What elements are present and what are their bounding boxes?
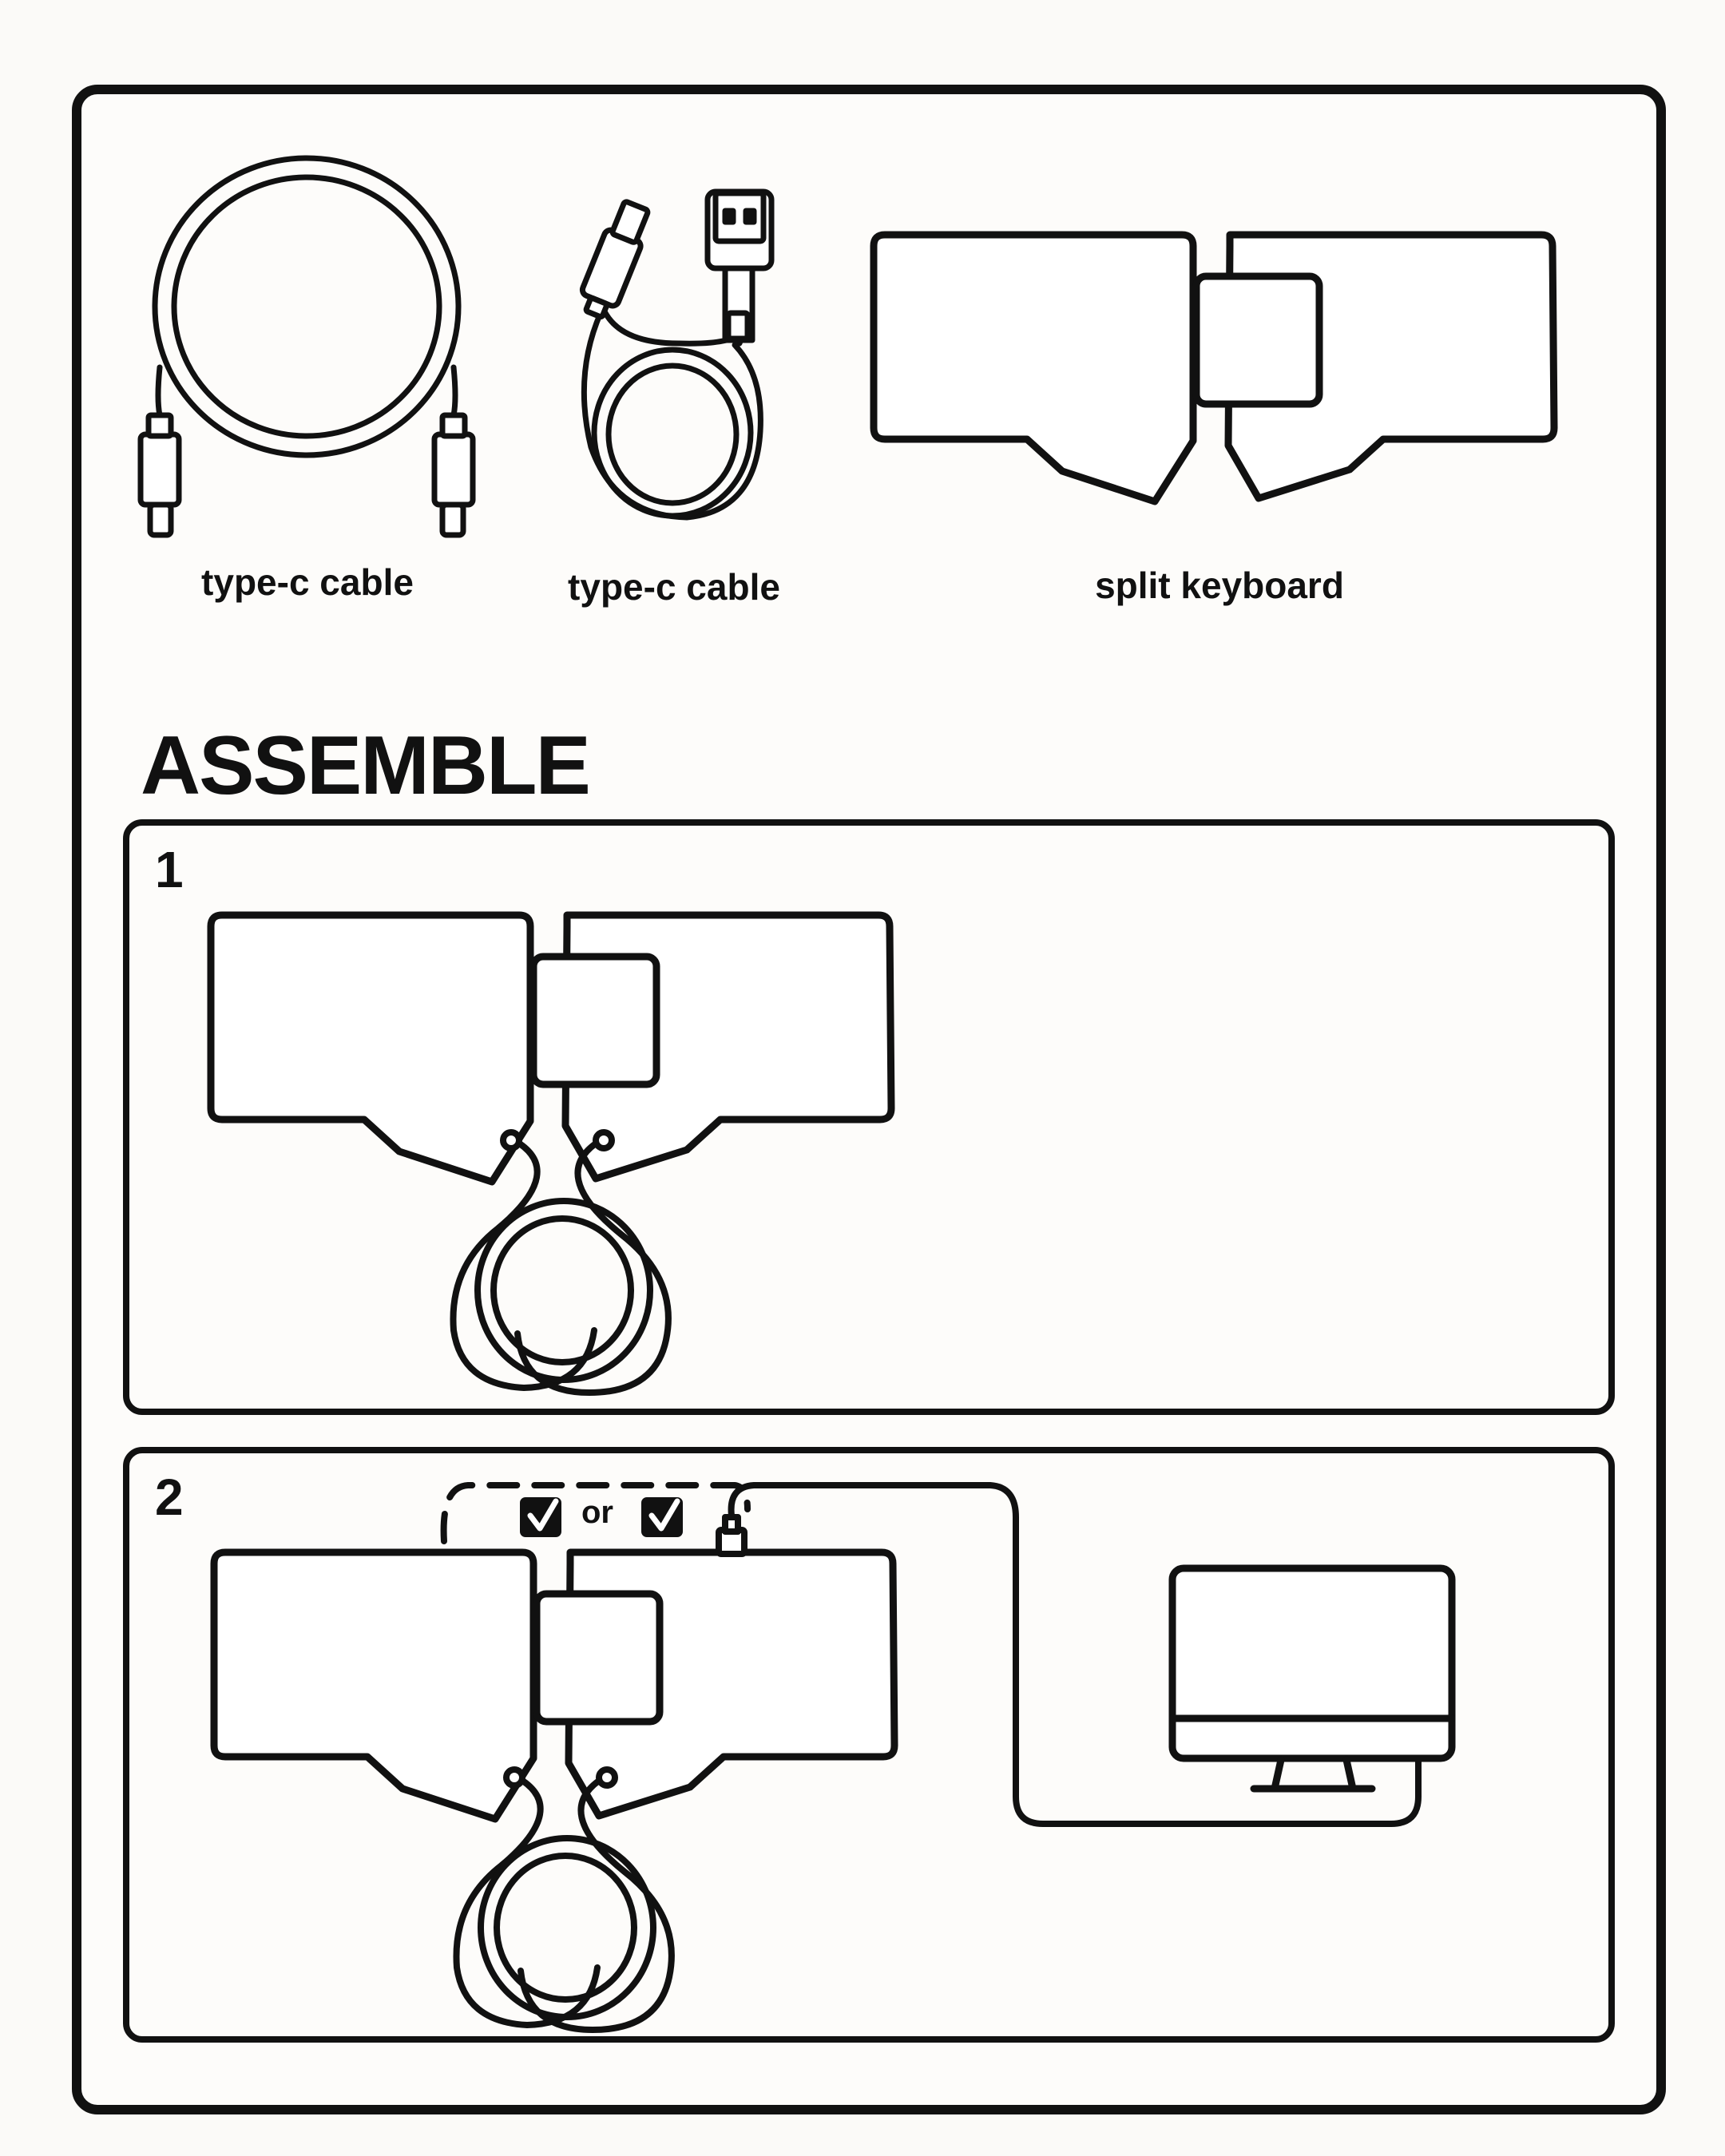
checkbox-icon-left	[520, 1497, 561, 1537]
type-c-cable-icon-1	[137, 155, 476, 538]
step-2-number: 2	[155, 1468, 184, 1526]
or-separator: or	[581, 1495, 613, 1530]
dashed-alternate-cable	[440, 1482, 751, 1544]
checkbox-icon-right	[641, 1497, 683, 1537]
part-label-keyboard: split keyboard	[1095, 565, 1344, 606]
type-c-cable-icon-2	[579, 188, 775, 521]
section-title: ASSEMBLE	[141, 719, 591, 812]
part-label-cable-2: type-c cable	[568, 566, 780, 608]
monitor-icon	[1168, 1564, 1456, 1793]
step-1-number: 1	[155, 841, 184, 898]
part-label-cable-1: type-c cable	[201, 561, 414, 603]
usb-cable-to-monitor	[716, 1482, 1422, 1827]
